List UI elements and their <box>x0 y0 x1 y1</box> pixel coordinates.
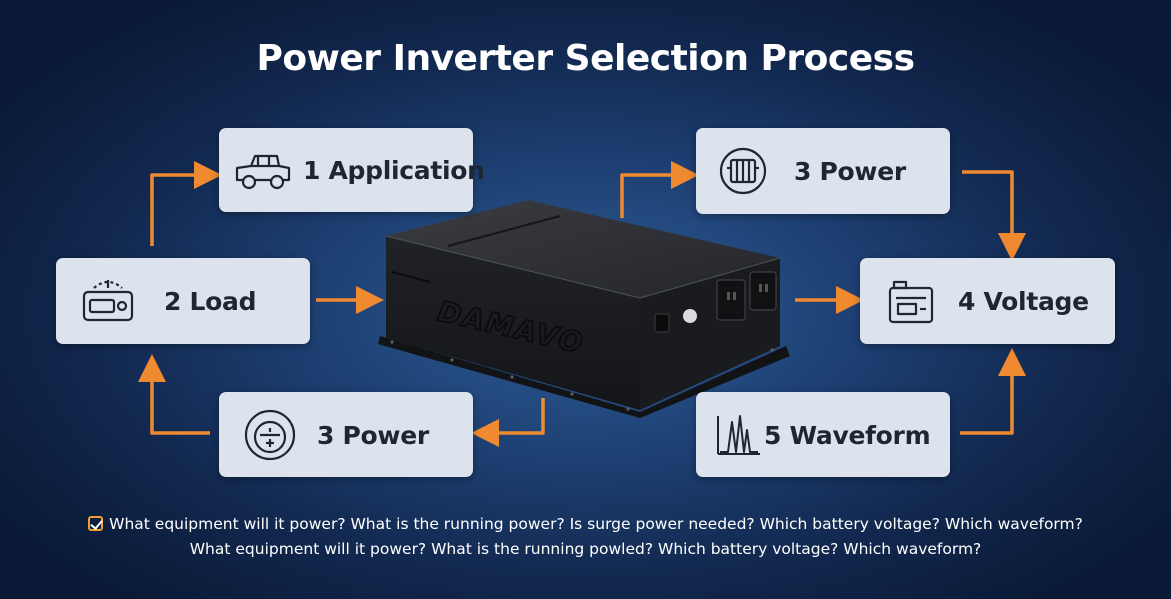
arrow-device-to-power-bottom <box>471 398 545 447</box>
step-label: 3 Power <box>317 421 429 450</box>
step-label: 1 Application <box>303 156 485 185</box>
jeep-icon <box>233 148 293 200</box>
appliance-icon <box>80 274 136 332</box>
step-card-voltage: 4 Voltage <box>860 258 1115 344</box>
battery-icon <box>886 276 936 332</box>
waveform-icon <box>714 412 762 466</box>
step-label: 2 Load <box>164 287 257 316</box>
step-label: 4 Voltage <box>958 287 1089 316</box>
arrow-waveform-to-voltage <box>960 348 1026 435</box>
note-line-1: What equipment will it power? What is th… <box>0 515 1171 533</box>
page-title: Power Inverter Selection Process <box>256 38 915 79</box>
step-card-power-bottom: 3 Power <box>219 392 473 477</box>
arrow-device-to-power-top <box>620 161 699 218</box>
step-label: 5 Waveform <box>764 421 931 450</box>
step-card-power-top: 3 Power <box>696 128 950 214</box>
arrow-to-load <box>138 354 210 435</box>
step-label: 3 Power <box>794 157 906 186</box>
note-text-2: What equipment will it power? What is th… <box>189 540 982 558</box>
arrow-power-to-voltage <box>962 170 1026 261</box>
note-line-2: What equipment will it power? What is th… <box>0 540 1171 558</box>
arrow-to-application <box>150 161 222 246</box>
note-text-1: What equipment will it power? What is th… <box>109 515 1083 533</box>
checkbox-icon <box>88 516 104 531</box>
engine-icon <box>718 146 768 202</box>
step-card-load: 2 Load <box>56 258 310 344</box>
step-card-waveform: 5 Waveform <box>696 392 950 477</box>
gauge-icon <box>241 406 299 470</box>
step-card-application: 1 Application <box>219 128 485 212</box>
